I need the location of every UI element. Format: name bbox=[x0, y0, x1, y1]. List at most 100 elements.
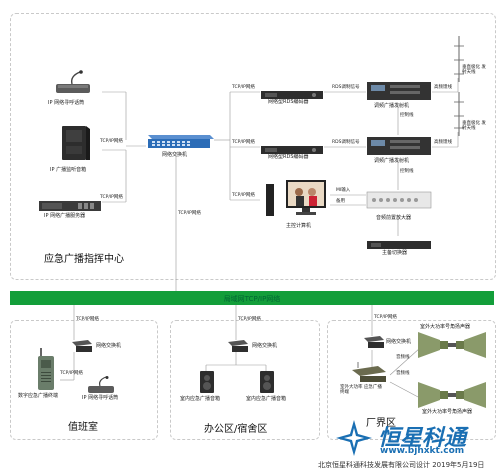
wire-label-ctrl-2: 控制线 bbox=[400, 169, 414, 174]
duty-terminal-label: 数字应急广播终端 bbox=[18, 393, 59, 399]
office-switch-device bbox=[226, 338, 250, 354]
office-panel bbox=[170, 320, 320, 440]
brand-name: 恒星科通 bbox=[378, 426, 467, 451]
pc-device bbox=[266, 178, 330, 220]
duty-mic-device bbox=[84, 376, 118, 396]
factory-receiver-label: 室外大功率 应急广播终端 bbox=[340, 385, 382, 395]
antenna-icon bbox=[454, 36, 464, 82]
mgr-device bbox=[366, 236, 432, 249]
microphone-icon bbox=[88, 376, 114, 393]
office-switch-label: 网络交换机 bbox=[252, 343, 278, 349]
rds-encoder-icon bbox=[261, 146, 323, 154]
factory-wire-label-2: 音频线 bbox=[396, 355, 410, 360]
brand-url: www.bjhxkt.com bbox=[380, 446, 465, 456]
speaker-icon bbox=[260, 371, 274, 393]
fm-tx-1-device bbox=[366, 80, 432, 102]
office-speaker-1-label: 室内应急广播音箱 bbox=[180, 396, 221, 402]
command-center-title: 应急广播指挥中心 bbox=[44, 254, 124, 265]
speaker-icon bbox=[200, 371, 214, 393]
factory-wire-label-3: 音频线 bbox=[396, 371, 410, 376]
amp-device bbox=[366, 190, 432, 212]
horn-speaker-icon bbox=[418, 332, 486, 358]
wire-label-uplink: TCP/IP网络 bbox=[178, 211, 201, 216]
antenna-1-label: 垂直极化 发射天线 bbox=[462, 65, 486, 75]
encoder-1-device bbox=[260, 86, 324, 99]
duty-switch-device bbox=[70, 338, 94, 354]
duty-wire-label-2: TCP/IP网络 bbox=[60, 371, 83, 376]
amplifier-icon bbox=[366, 191, 432, 209]
office-wire-label: TCP/IP网络 bbox=[238, 317, 261, 322]
wire-label-hf-2: 高频馈线 bbox=[434, 140, 452, 145]
brand-footer: 北京恒星科通科技发展有限公司设计 2019年5月19日 bbox=[318, 461, 485, 469]
wire-label-in-mi: MI输入 bbox=[336, 188, 351, 193]
ip-mic-device bbox=[50, 70, 94, 96]
main-switch-label: 网络交换机 bbox=[162, 152, 188, 158]
ip-mic-label: IP 网络寻呼话筒 bbox=[48, 100, 85, 106]
star-logo-icon bbox=[336, 420, 372, 456]
lan-bus-label: 局域网TCP/IP网络 bbox=[223, 295, 281, 303]
antenna-2-label: 垂直极化 发射天线 bbox=[462, 121, 486, 131]
ip-server-label: IP 网络广播服务器 bbox=[44, 213, 86, 219]
wire-label-tcpip-2: TCP/IP网络 bbox=[232, 85, 255, 90]
horn-speaker-icon bbox=[418, 382, 486, 408]
microphone-icon bbox=[56, 70, 90, 93]
lan-bus: 局域网TCP/IP网络 bbox=[10, 291, 494, 305]
network-switch-icon bbox=[72, 340, 92, 352]
duty-terminal-device bbox=[36, 348, 56, 392]
duty-room-panel bbox=[10, 320, 158, 440]
office-speaker-1-device bbox=[198, 370, 216, 394]
duty-wire-label-1: TCP/IP网络 bbox=[76, 317, 99, 322]
fm-tx-2-label: 调频广播发射机 bbox=[374, 158, 410, 164]
antenna-1-device bbox=[452, 36, 466, 82]
computer-icon bbox=[266, 180, 326, 216]
network-switch-icon bbox=[148, 135, 214, 148]
server-tower-icon bbox=[62, 126, 90, 160]
wire-label-ctrl-1: 控制线 bbox=[400, 113, 414, 118]
factory-receiver-device bbox=[350, 362, 390, 384]
switcher-icon bbox=[367, 241, 431, 249]
office-title: 办公区/宿舍区 bbox=[204, 424, 268, 435]
factory-title: 厂界区 bbox=[366, 418, 396, 429]
fm-tx-1-label: 调频广播发射机 bbox=[374, 103, 410, 109]
factory-wire-label-1: TCP/IP网络 bbox=[374, 315, 397, 320]
fm-transmitter-icon bbox=[367, 137, 431, 155]
ip-monitor-device bbox=[58, 124, 92, 162]
encoder-2-label: 网络型RDS编码器 bbox=[268, 154, 309, 160]
wire-label-tcpip-5: TCP/IP网络 bbox=[100, 195, 123, 200]
wire-label-tcpip-4: TCP/IP网络 bbox=[232, 193, 255, 198]
wire-label-rds-1: RDS调制信号 bbox=[332, 85, 360, 90]
office-speaker-2-device bbox=[258, 370, 276, 394]
antenna-icon bbox=[454, 92, 464, 136]
wire-label-standby: 备用 bbox=[336, 199, 345, 204]
office-speaker-2-label: 室内应急广播音箱 bbox=[246, 396, 287, 402]
outdoor-terminal-icon bbox=[352, 362, 386, 382]
wire-label-rds-2: RDS调制信号 bbox=[332, 140, 360, 145]
factory-switch-device bbox=[362, 334, 386, 350]
pc-label: 主控计算机 bbox=[286, 223, 312, 229]
horn-1-label: 室外大功率号角扬声器 bbox=[420, 324, 471, 330]
antenna-2-device bbox=[452, 92, 466, 136]
main-switch-device bbox=[144, 133, 214, 151]
horn-2-label: 室外大功率号角扬声器 bbox=[422, 409, 473, 415]
amp-label: 音频前置放大器 bbox=[376, 215, 412, 221]
broadcast-terminal-icon bbox=[38, 348, 54, 390]
duty-room-title: 值班室 bbox=[68, 422, 98, 433]
network-switch-icon bbox=[228, 340, 248, 352]
fm-transmitter-icon bbox=[367, 82, 431, 100]
encoder-2-device bbox=[260, 141, 324, 154]
encoder-1-label: 网络型RDS编码器 bbox=[268, 99, 309, 105]
ip-server-device bbox=[38, 198, 102, 212]
fm-tx-2-device bbox=[366, 135, 432, 157]
horn-2-device bbox=[416, 380, 488, 410]
rds-encoder-icon bbox=[261, 91, 323, 99]
wire-label-tcpip-3: TCP/IP网络 bbox=[232, 140, 255, 145]
rack-server-icon bbox=[39, 201, 101, 211]
network-switch-icon bbox=[364, 336, 384, 348]
horn-1-device bbox=[416, 330, 488, 360]
wire-label-tcpip-1: TCP/IP网络 bbox=[100, 139, 123, 144]
mgr-label: 主备切换器 bbox=[382, 250, 408, 256]
duty-switch-label: 网络交换机 bbox=[96, 343, 122, 349]
factory-switch-label: 网络交换机 bbox=[386, 339, 412, 345]
brand-logo-icon bbox=[334, 418, 374, 458]
